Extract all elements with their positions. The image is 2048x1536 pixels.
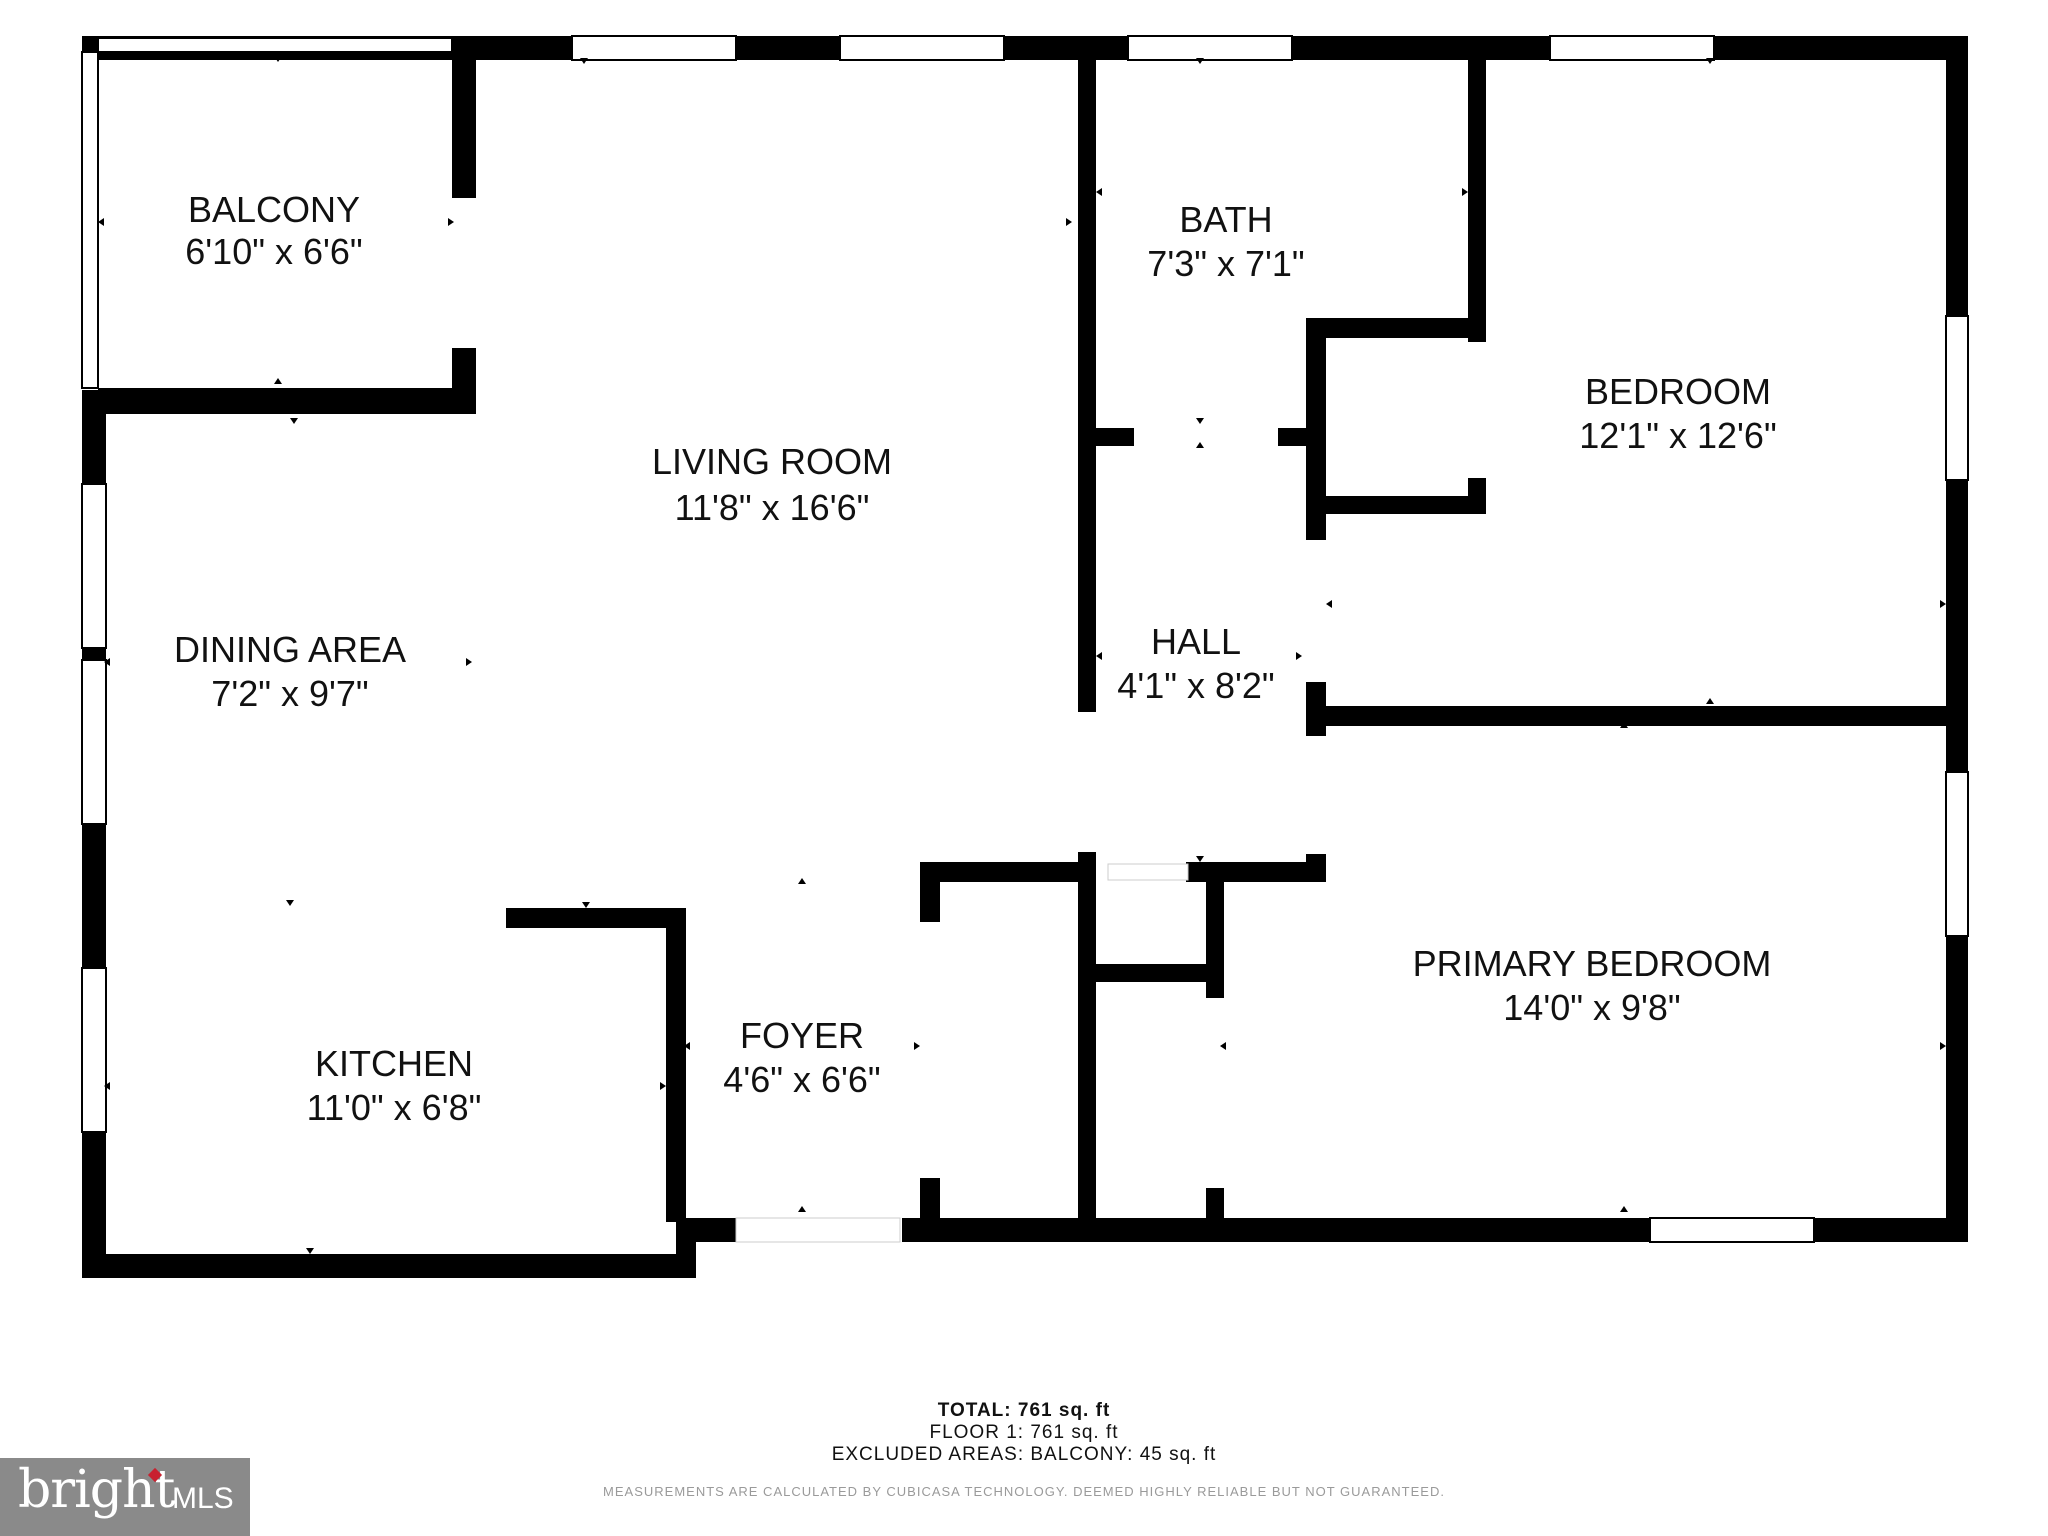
bedroom-dims: 12'1" x 12'6" [1579,415,1776,456]
wall-primary-left-low [1206,1188,1224,1242]
measurement-disclaimer: MEASUREMENTS ARE CALCULATED BY CUBICASA … [603,1484,1445,1499]
bright-mls-logo: bright MLS [0,1458,250,1536]
wall-balcony-bottom [98,388,476,414]
wall-left-top [82,36,98,52]
wall-closet-right [1468,478,1486,514]
door-hall-closet [1107,863,1189,881]
wall-balcony-right-b [452,348,476,414]
kitchen-name: KITCHEN [315,1043,473,1084]
living-room-name: LIVING ROOM [652,441,892,482]
bath-name: BATH [1179,199,1272,240]
wall-closet-mid [1096,964,1206,982]
dining-area-dims: 7'2" x 9'7" [211,673,368,714]
total-label: TOTAL: [937,1400,1012,1421]
wall-kitchen-step [676,1218,696,1278]
window-top-4 [1549,35,1715,61]
wall-foyer-right [920,862,940,922]
dining-area-name: DINING AREA [174,629,406,670]
window-top-1 [571,35,737,61]
wall-bath-bottom-b [1278,428,1326,446]
primary-bedroom-name: PRIMARY BEDROOM [1413,943,1772,984]
windows [81,35,1969,1243]
window-balcony-top [97,37,453,53]
wall-closet-bottom [1306,496,1486,514]
foyer-dims: 4'6" x 6'6" [723,1059,880,1100]
wall-kitchen-top [506,908,686,928]
balcony-dims: 6'10" x 6'6" [185,231,362,272]
wall-bath-bottom-a [1078,428,1134,446]
hall-name: HALL [1151,621,1241,662]
wall-bath-right [1468,36,1486,342]
wall-right [1946,36,1968,1242]
primary-bedroom-dims: 14'0" x 9'8" [1503,987,1680,1028]
wall-kitchen-bottom [82,1254,696,1278]
wall-foyer-right-low [920,1178,940,1242]
wall-living-bath [1078,36,1096,712]
floor-area: FLOOR 1: 761 sq. ft [929,1422,1119,1443]
room-labels: BALCONY 6'10" x 6'6" LIVING ROOM 11'8" x… [174,189,1777,1128]
wall-foyer-right-top [920,862,1096,882]
wall-kitchen-right [666,908,686,1222]
window-left-2 [81,659,107,825]
wall-bedroom-divider [1306,706,1968,726]
wall-closet2-right [1206,874,1224,998]
window-bottom [1649,1217,1815,1243]
total-area: TOTAL: 761 sq. ft [0,1400,2048,1422]
window-top-3 [1127,35,1293,61]
logo-suffix: MLS [172,1482,234,1515]
bedroom-name: BEDROOM [1585,371,1771,412]
window-balcony-left [81,51,99,389]
bath-dims: 7'3" x 7'1" [1147,243,1304,284]
hall-dims: 4'1" x 8'2" [1117,665,1274,706]
window-left-1 [81,483,107,649]
window-right-2 [1945,771,1969,937]
total-value: 761 sq. ft [1017,1400,1111,1421]
dimension-markers [98,56,1946,1254]
foyer-name: FOYER [740,1015,864,1056]
balcony-name: BALCONY [188,189,360,230]
wall-closet-top [1306,318,1486,338]
window-right-1 [1945,315,1969,481]
kitchen-dims: 11'0" x 6'8" [307,1087,482,1128]
excluded-areas: EXCLUDED AREAS: BALCONY: 45 sq. ft [831,1444,1217,1465]
logo-word: bright [18,1460,175,1520]
door-foyer-entry [735,1217,901,1243]
walls [82,36,1968,1278]
wall-balcony-right-a [452,36,476,198]
door-openings [735,863,1189,1243]
living-room-dims: 11'8" x 16'6" [675,487,870,528]
window-left-3 [81,967,107,1133]
wall-hall-left-lower [1078,852,1096,1242]
window-top-2 [839,35,1005,61]
